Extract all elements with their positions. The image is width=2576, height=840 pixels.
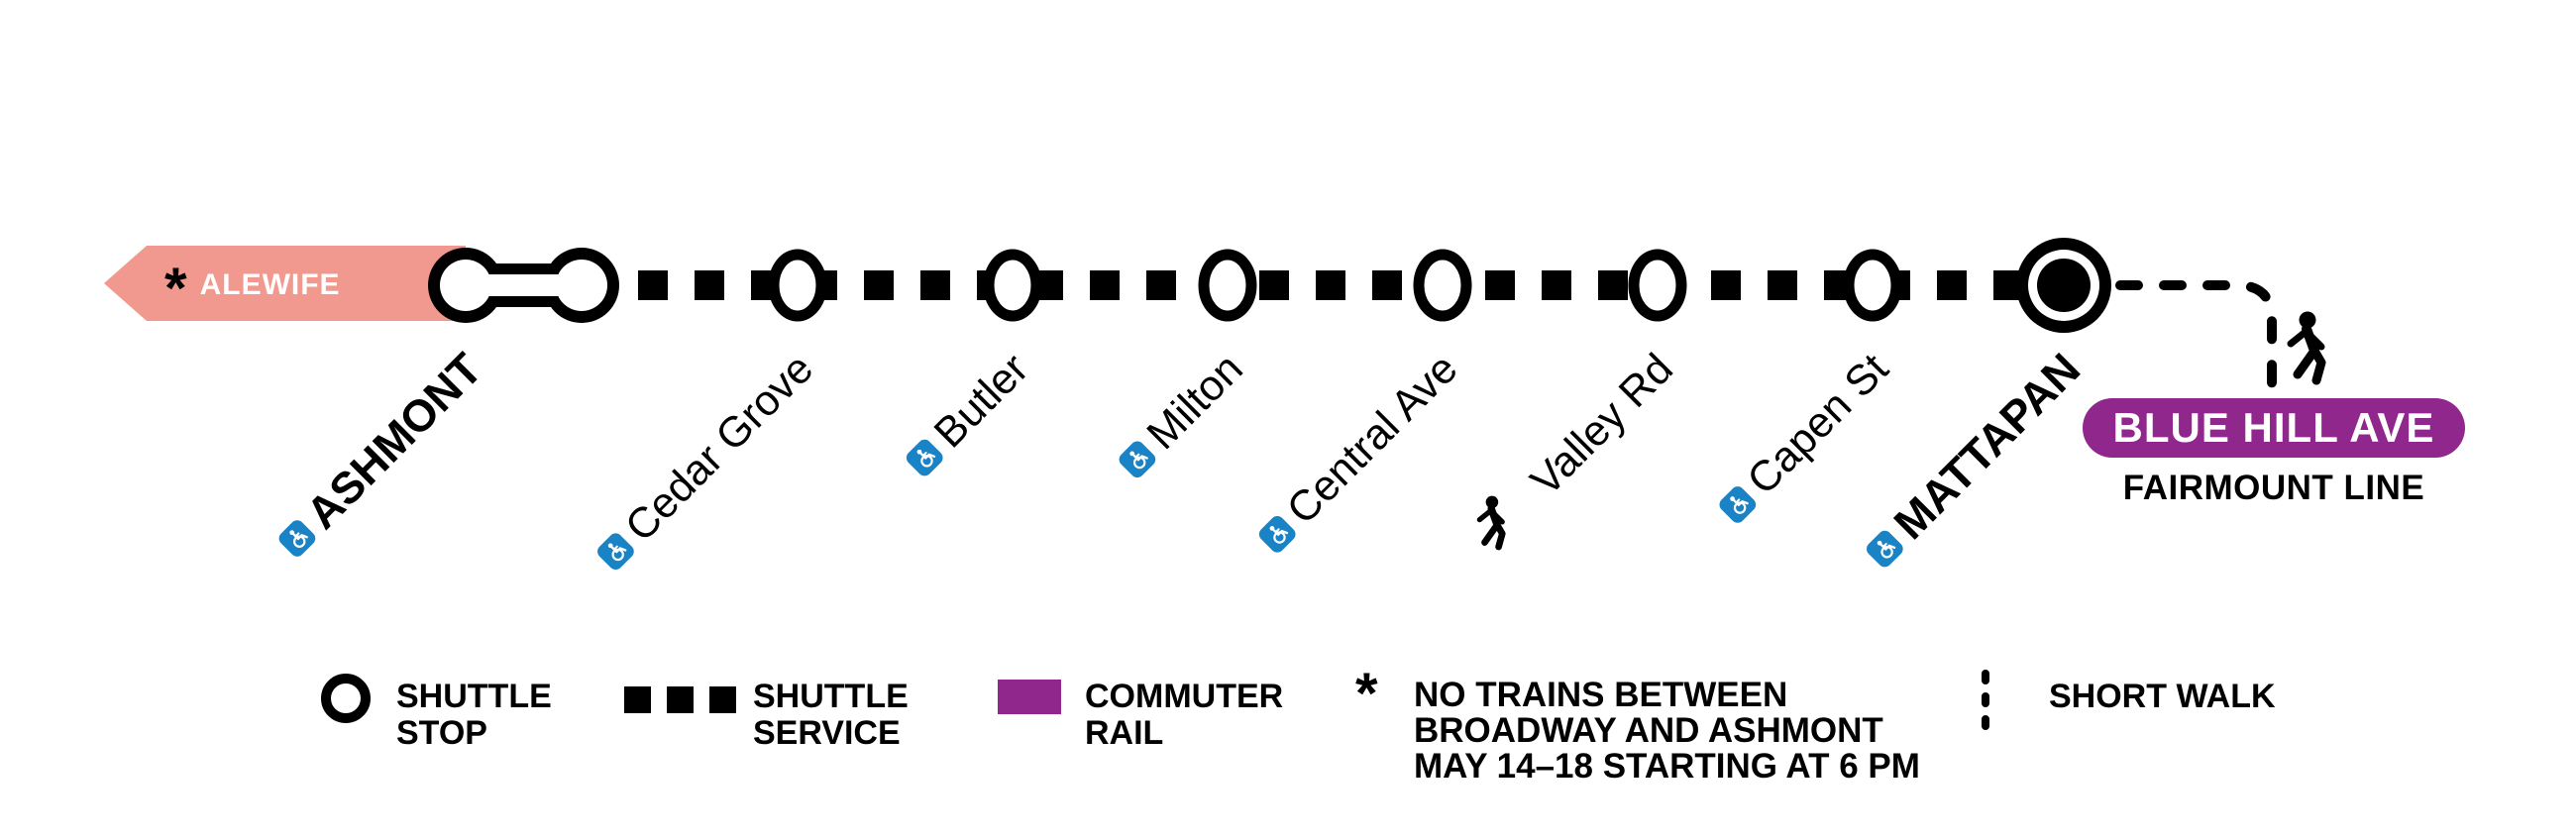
legend-asterisk: * [1355,662,1378,726]
legend-line: SERVICE [753,714,901,752]
capen-st-stop-marker [1843,249,1902,322]
station-label-milton: Milton [1112,345,1252,485]
station-label-cedar-grove: Cedar Grove [590,345,822,577]
blue-hill-ave-badge: BLUE HILL AVE [2083,398,2465,458]
legend-line: RAIL [1085,714,1164,752]
note-line: BROADWAY AND ASHMONT [1414,711,1883,750]
alewife-direction-arrow [104,246,466,321]
station-label-capen-st: Capen St [1711,345,1897,530]
mattapan-terminal-marker [2016,238,2111,333]
legend-shuttle-service-label: SHUTTLE SERVICE [753,679,909,752]
accessibility-icon [1117,438,1159,480]
central-ave-stop-marker [1413,249,1472,322]
station-label-butler: Butler [899,345,1037,483]
alewife-arrow-label: * ALEWIFE [164,257,341,321]
note-line: NO TRAINS BETWEEN [1414,676,1788,714]
accessibility-icon [903,436,946,479]
milton-stop-marker [1198,249,1257,322]
accessibility-icon [1716,483,1759,526]
station-label-mattapan: MATTAPAN [1859,344,2090,575]
legend-line: STOP [396,714,487,752]
legend-line: SHORT WALK [2049,678,2276,715]
walking-person-icon [2291,312,2321,381]
legend-commuter-rail-label: COMMUTER RAIL [1085,679,1283,752]
accessibility-icon [594,530,637,573]
alewife-label: ALEWIFE [199,268,341,301]
valley-rd-stop-marker [1628,249,1687,322]
legend-shuttle-service-icon [624,686,736,713]
legend-line: SHUTTLE [396,678,552,715]
station-label-central-ave: Central Ave [1252,345,1467,560]
legend-shuttle-stop-icon [321,674,371,723]
legend-short-walk-icon [1479,496,1989,731]
fairmount-line-caption: FAIRMOUNT LINE [2122,469,2425,507]
accessibility-icon [275,517,318,560]
legend-note: NO TRAINS BETWEEN BROADWAY AND ASHMONT M… [1414,678,1920,785]
accessibility-icon [1863,527,1906,571]
ashmont-double-stop-marker [428,248,619,323]
legend-line: SHUTTLE [753,678,909,715]
short-walk-path [2115,280,2277,399]
legend-commuter-rail-icon [998,680,1061,714]
legend-line: COMMUTER [1085,678,1284,715]
cedar-grove-stop-marker [768,249,827,322]
accessibility-icon [1256,513,1299,556]
note-line: MAY 14–18 STARTING AT 6 PM [1414,747,1920,786]
butler-stop-marker [983,249,1042,322]
legend-short-walk-label: SHORT WALK [2049,679,2276,715]
connection-station-name: BLUE HILL AVE [2112,404,2435,451]
legend-shuttle-stop-label: SHUTTLE STOP [396,679,552,752]
station-label-ashmont: ASHMONT [270,344,491,564]
